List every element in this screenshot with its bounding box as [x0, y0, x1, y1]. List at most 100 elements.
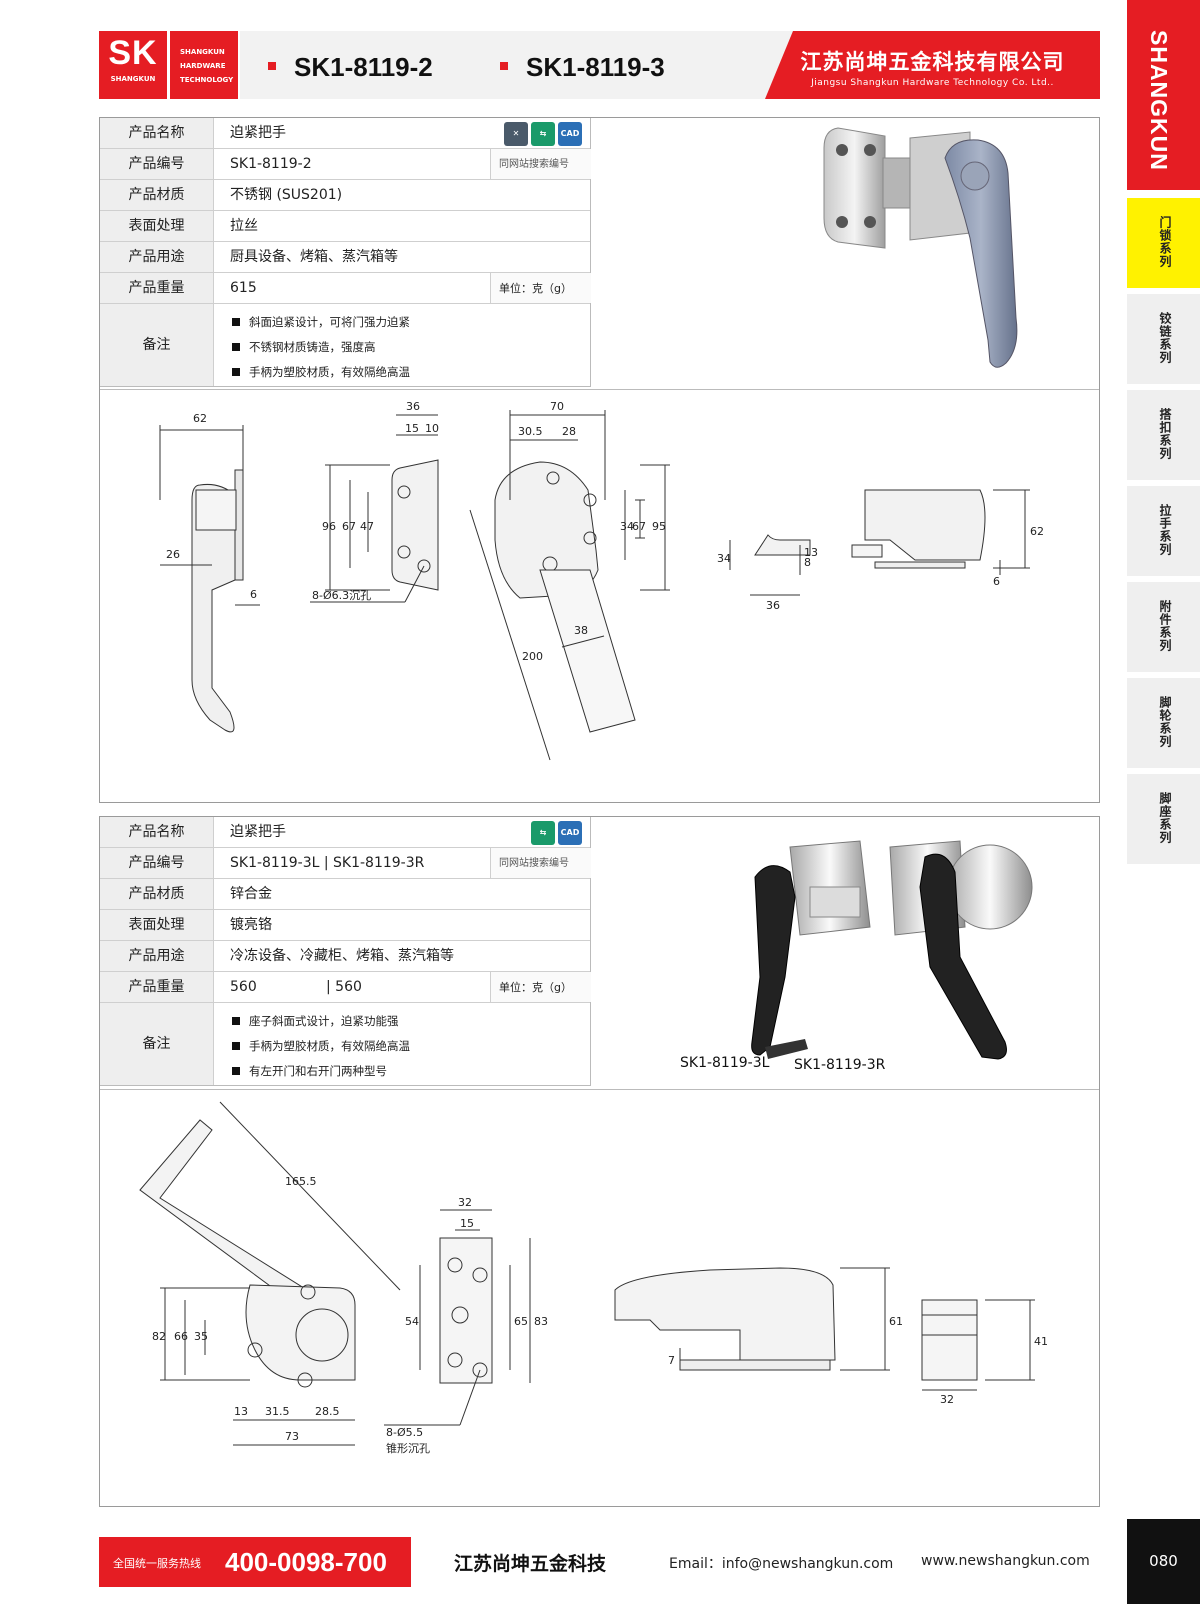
spec-label: 产品名称	[100, 118, 214, 148]
dim-label: 15	[405, 422, 419, 435]
product-photo	[823, 127, 1018, 368]
spec-value: 迫紧把手	[230, 125, 286, 141]
dim-label: 165.5	[285, 1175, 317, 1188]
sidebar-tab-feet[interactable]: 脚座系列	[1127, 774, 1200, 864]
dim-label: 锥形沉孔	[386, 1442, 430, 1455]
dim-label: 65	[514, 1315, 528, 1328]
spec-row-material: 产品材质 锌合金	[100, 879, 590, 910]
bullet-icon	[232, 317, 240, 326]
dim-label: 28	[562, 425, 576, 438]
spec-table: 产品名称 迫紧把手 ⇆CAD 产品编号 SK1-8119-3L | SK1-81…	[100, 817, 591, 1086]
sidebar-tab-label: 门锁系列	[1158, 216, 1172, 268]
spec-row-notes: 备注 斜面迫紧设计，可将门强力迫紧 不锈钢材质铸造，强度高 手柄为塑胶材质，有效…	[100, 304, 590, 386]
dim-label: 13	[234, 1405, 248, 1418]
model-code: SK1-8119-2	[294, 52, 433, 82]
note-item: 斜面迫紧设计，可将门强力迫紧	[232, 310, 410, 335]
sidebar-tab-label: 铰链系列	[1158, 312, 1172, 364]
dim-label: 96	[322, 520, 336, 533]
note-text: 不锈钢材质铸造，强度高	[249, 340, 376, 354]
spec-label: 产品名称	[100, 817, 214, 847]
dim-label: 38	[574, 624, 588, 637]
dim-label: 31.5	[265, 1405, 290, 1418]
dim-label: 35	[194, 1330, 208, 1343]
model-code: SK1-8119-3	[526, 52, 665, 82]
spec-row-usage: 产品用途 厨具设备、烤箱、蒸汽箱等	[100, 242, 590, 273]
spec-label: 产品重量	[100, 273, 214, 303]
product-photo	[751, 840, 1033, 1060]
dim-label: 66	[174, 1330, 188, 1343]
search-hint: 同网站搜索编号	[490, 149, 591, 179]
spec-label: 产品编号	[100, 848, 214, 878]
sidebar-brand: SHANGKUN	[1127, 0, 1200, 190]
dim-label: 34	[620, 520, 634, 533]
note-text: 手柄为塑胶材质，有效隔绝高温	[249, 1039, 410, 1053]
bullet-square-icon	[268, 62, 276, 71]
sidebar-tab-accessories[interactable]: 附件系列	[1127, 582, 1200, 672]
footer-company: 江苏尚坤五金科技	[454, 1553, 607, 1575]
dim-label: 41	[1034, 1335, 1048, 1348]
dim-label: 73	[285, 1430, 299, 1443]
logo-wordmark: SHANGKUN HARDWARE TECHNOLOGY	[170, 31, 238, 99]
sidebar-tab-hasps[interactable]: 搭扣系列	[1127, 390, 1200, 480]
spec-label: 备注	[100, 1003, 214, 1085]
dim-label: 7	[668, 1354, 675, 1367]
dim-label: 95	[652, 520, 666, 533]
dim-label: 10	[425, 422, 439, 435]
note-item: 座子斜面式设计，迫紧功能强	[232, 1009, 410, 1034]
product-section-1: 产品名称 迫紧把手 ✕⇆CAD 产品编号 SK1-8119-2 同网站搜索编号 …	[99, 117, 1100, 803]
spec-value: | 560	[326, 979, 362, 995]
hotline-number[interactable]: 400-0098-700	[225, 1547, 387, 1577]
product-section-2: 产品名称 迫紧把手 ⇆CAD 产品编号 SK1-8119-3L | SK1-81…	[99, 816, 1100, 1507]
spec-value: 锌合金	[230, 886, 272, 902]
footer-email-link[interactable]: Email：info@newshangkun.com	[669, 1556, 894, 1572]
spec-row-weight: 产品重量 560 | 560 单位：克（g）	[100, 972, 591, 1003]
technical-drawing: 165.5 82 66 35 13 31.5 28.5 73 32 15 54 …	[139, 1101, 1048, 1455]
company-banner: 江苏尚坤五金科技有限公司 Jiangsu Shangkun Hardware T…	[765, 31, 1100, 99]
sidebar-tab-casters[interactable]: 脚轮系列	[1127, 678, 1200, 768]
dim-label: 26	[166, 548, 180, 561]
footer-website-link[interactable]: www.newshangkun.com	[921, 1553, 1090, 1569]
dim-label: 62	[193, 412, 207, 425]
dim-label: 32	[940, 1393, 954, 1406]
weight-unit: 单位：克（g）	[490, 972, 591, 1002]
spec-label: 表面处理	[100, 211, 214, 241]
sidebar-tab-hinges[interactable]: 铰链系列	[1127, 294, 1200, 384]
spec-label: 产品编号	[100, 149, 214, 179]
spec-row-surface: 表面处理 拉丝	[100, 211, 590, 242]
dim-label: 6	[993, 575, 1000, 588]
sidebar-tab-label: 脚轮系列	[1158, 696, 1172, 748]
variant-caption-left: SK1-8119-3L	[680, 1055, 770, 1071]
spec-value: 560	[230, 979, 257, 995]
feature-icons: ✕⇆CAD	[501, 122, 582, 146]
company-name-cn: 江苏尚坤五金科技有限公司	[800, 50, 1065, 74]
note-item: 手柄为塑胶材质，有效隔绝高温	[232, 1034, 410, 1059]
search-hint: 同网站搜索编号	[490, 848, 591, 878]
spec-label: 表面处理	[100, 910, 214, 940]
notes-list: 斜面迫紧设计，可将门强力迫紧 不锈钢材质铸造，强度高 手柄为塑胶材质，有效隔绝高…	[232, 310, 410, 385]
variant-caption-right: SK1-8119-3R	[794, 1057, 886, 1073]
dim-label: 83	[534, 1315, 548, 1328]
spec-label: 产品材质	[100, 879, 214, 909]
spec-label: 产品重量	[100, 972, 214, 1002]
dim-label: 8	[804, 556, 811, 569]
spec-label: 产品材质	[100, 180, 214, 210]
hotline-label: 全国统一服务热线	[113, 1557, 201, 1570]
sidebar-tab-handles[interactable]: 拉手系列	[1127, 486, 1200, 576]
notes-list: 座子斜面式设计，迫紧功能强 手柄为塑胶材质，有效隔绝高温 有左开门和右开门两种型…	[232, 1009, 410, 1084]
company-name-en: Jiangsu Shangkun Hardware Technology Co.…	[811, 78, 1054, 88]
cad-icon: CAD	[558, 122, 582, 146]
sidebar-tab-label: 搭扣系列	[1158, 408, 1172, 460]
dim-label: 200	[522, 650, 543, 663]
dim-label: 36	[766, 599, 780, 612]
spec-row-name: 产品名称 迫紧把手 ✕⇆CAD	[100, 118, 590, 149]
spec-row-code: 产品编号 SK1-8119-2 同网站搜索编号	[100, 149, 591, 180]
logo-sub: SHANGKUN	[110, 75, 156, 83]
dim-label: 70	[550, 400, 564, 413]
dim-label: 8-Ø5.5	[386, 1426, 423, 1439]
bullet-icon	[232, 1066, 240, 1075]
bullet-icon	[232, 367, 240, 376]
spec-row-weight: 产品重量 615 单位：克（g）	[100, 273, 591, 304]
sidebar-tab-door-locks[interactable]: 门锁系列	[1127, 198, 1200, 288]
dim-label: 36	[406, 400, 420, 413]
technical-drawing: 62 26 6 36 15 10 96 67 47 8-Ø6.3沉孔 70 30…	[159, 400, 1044, 761]
